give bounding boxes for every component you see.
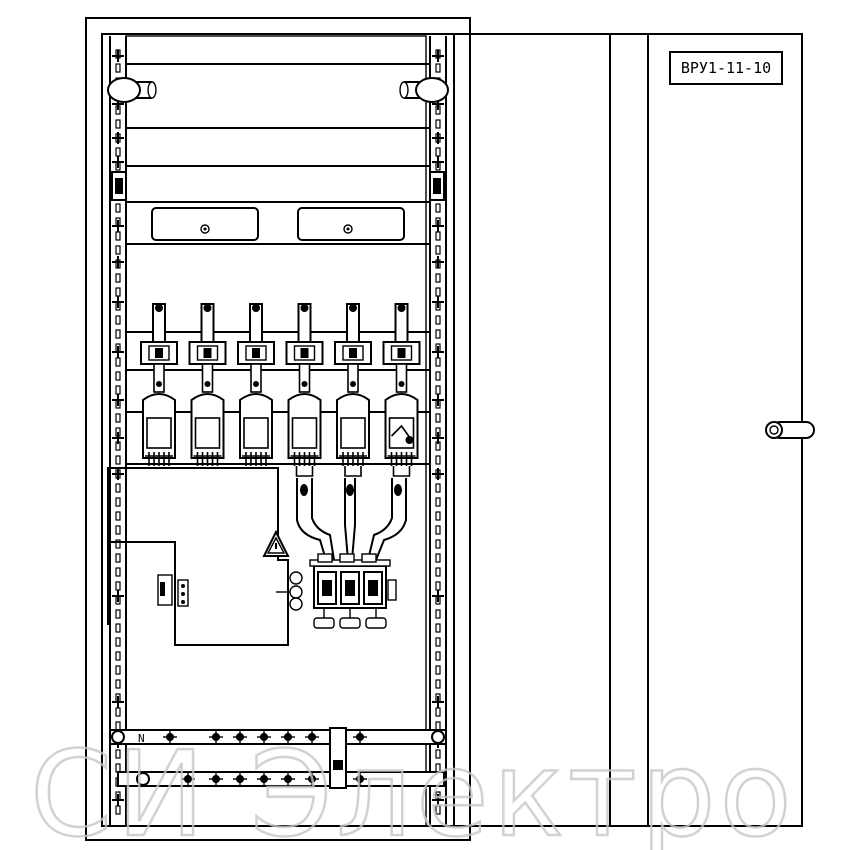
fuse-switch [188, 303, 227, 466]
busbar-bolt [163, 730, 177, 744]
top-panels [126, 63, 430, 245]
busbar-bolt [281, 730, 295, 744]
door-handle[interactable] [765, 421, 815, 439]
neutral-busbar: N [109, 729, 447, 745]
busbar-bolt [281, 772, 295, 786]
ground-connector [276, 571, 303, 611]
left-latch [111, 171, 127, 201]
watermark-text: СИ Электро [30, 725, 796, 850]
cover-plate-right [297, 207, 405, 241]
fuse-mounting-strips [126, 331, 430, 465]
busbar-bolt [305, 730, 319, 744]
fuse-switch [382, 303, 421, 477]
busbar-bolt [233, 772, 247, 786]
terminal-block [309, 553, 397, 629]
busbar-bolt [209, 772, 223, 786]
right-top-hinge [399, 77, 449, 103]
busbar-bolt [257, 730, 271, 744]
busbar-connector [329, 727, 347, 789]
right-latch [429, 171, 445, 201]
model-label: ВРУ1-11-10 [681, 59, 771, 77]
busbar-bolt [305, 772, 319, 786]
busbar-bolt [353, 730, 367, 744]
meter-device [157, 574, 189, 607]
busbar-bolt [209, 730, 223, 744]
fuse-switch [140, 303, 178, 466]
left-mounting-rail [109, 36, 127, 826]
left-top-hinge [107, 77, 157, 103]
cabinet-door [453, 33, 803, 827]
busbar-bolt [233, 730, 247, 744]
instrument-plate [107, 467, 289, 646]
svg-text:N: N [138, 732, 145, 745]
busbar-bolt [181, 772, 195, 786]
fuse-switch [334, 303, 372, 477]
right-mounting-rail [429, 36, 447, 826]
fuse-switch-group [140, 303, 421, 477]
fuse-switch [285, 303, 324, 477]
busbar-bolt [257, 772, 271, 786]
cover-plate-left [151, 207, 259, 241]
busbar-bolt [353, 772, 367, 786]
model-label-plate: ВРУ1-11-10 [669, 51, 783, 85]
warning-sign-icon [262, 529, 290, 557]
fuse-switch [237, 303, 275, 466]
cable-bundle [296, 478, 407, 561]
busbar-bolts [163, 730, 367, 786]
